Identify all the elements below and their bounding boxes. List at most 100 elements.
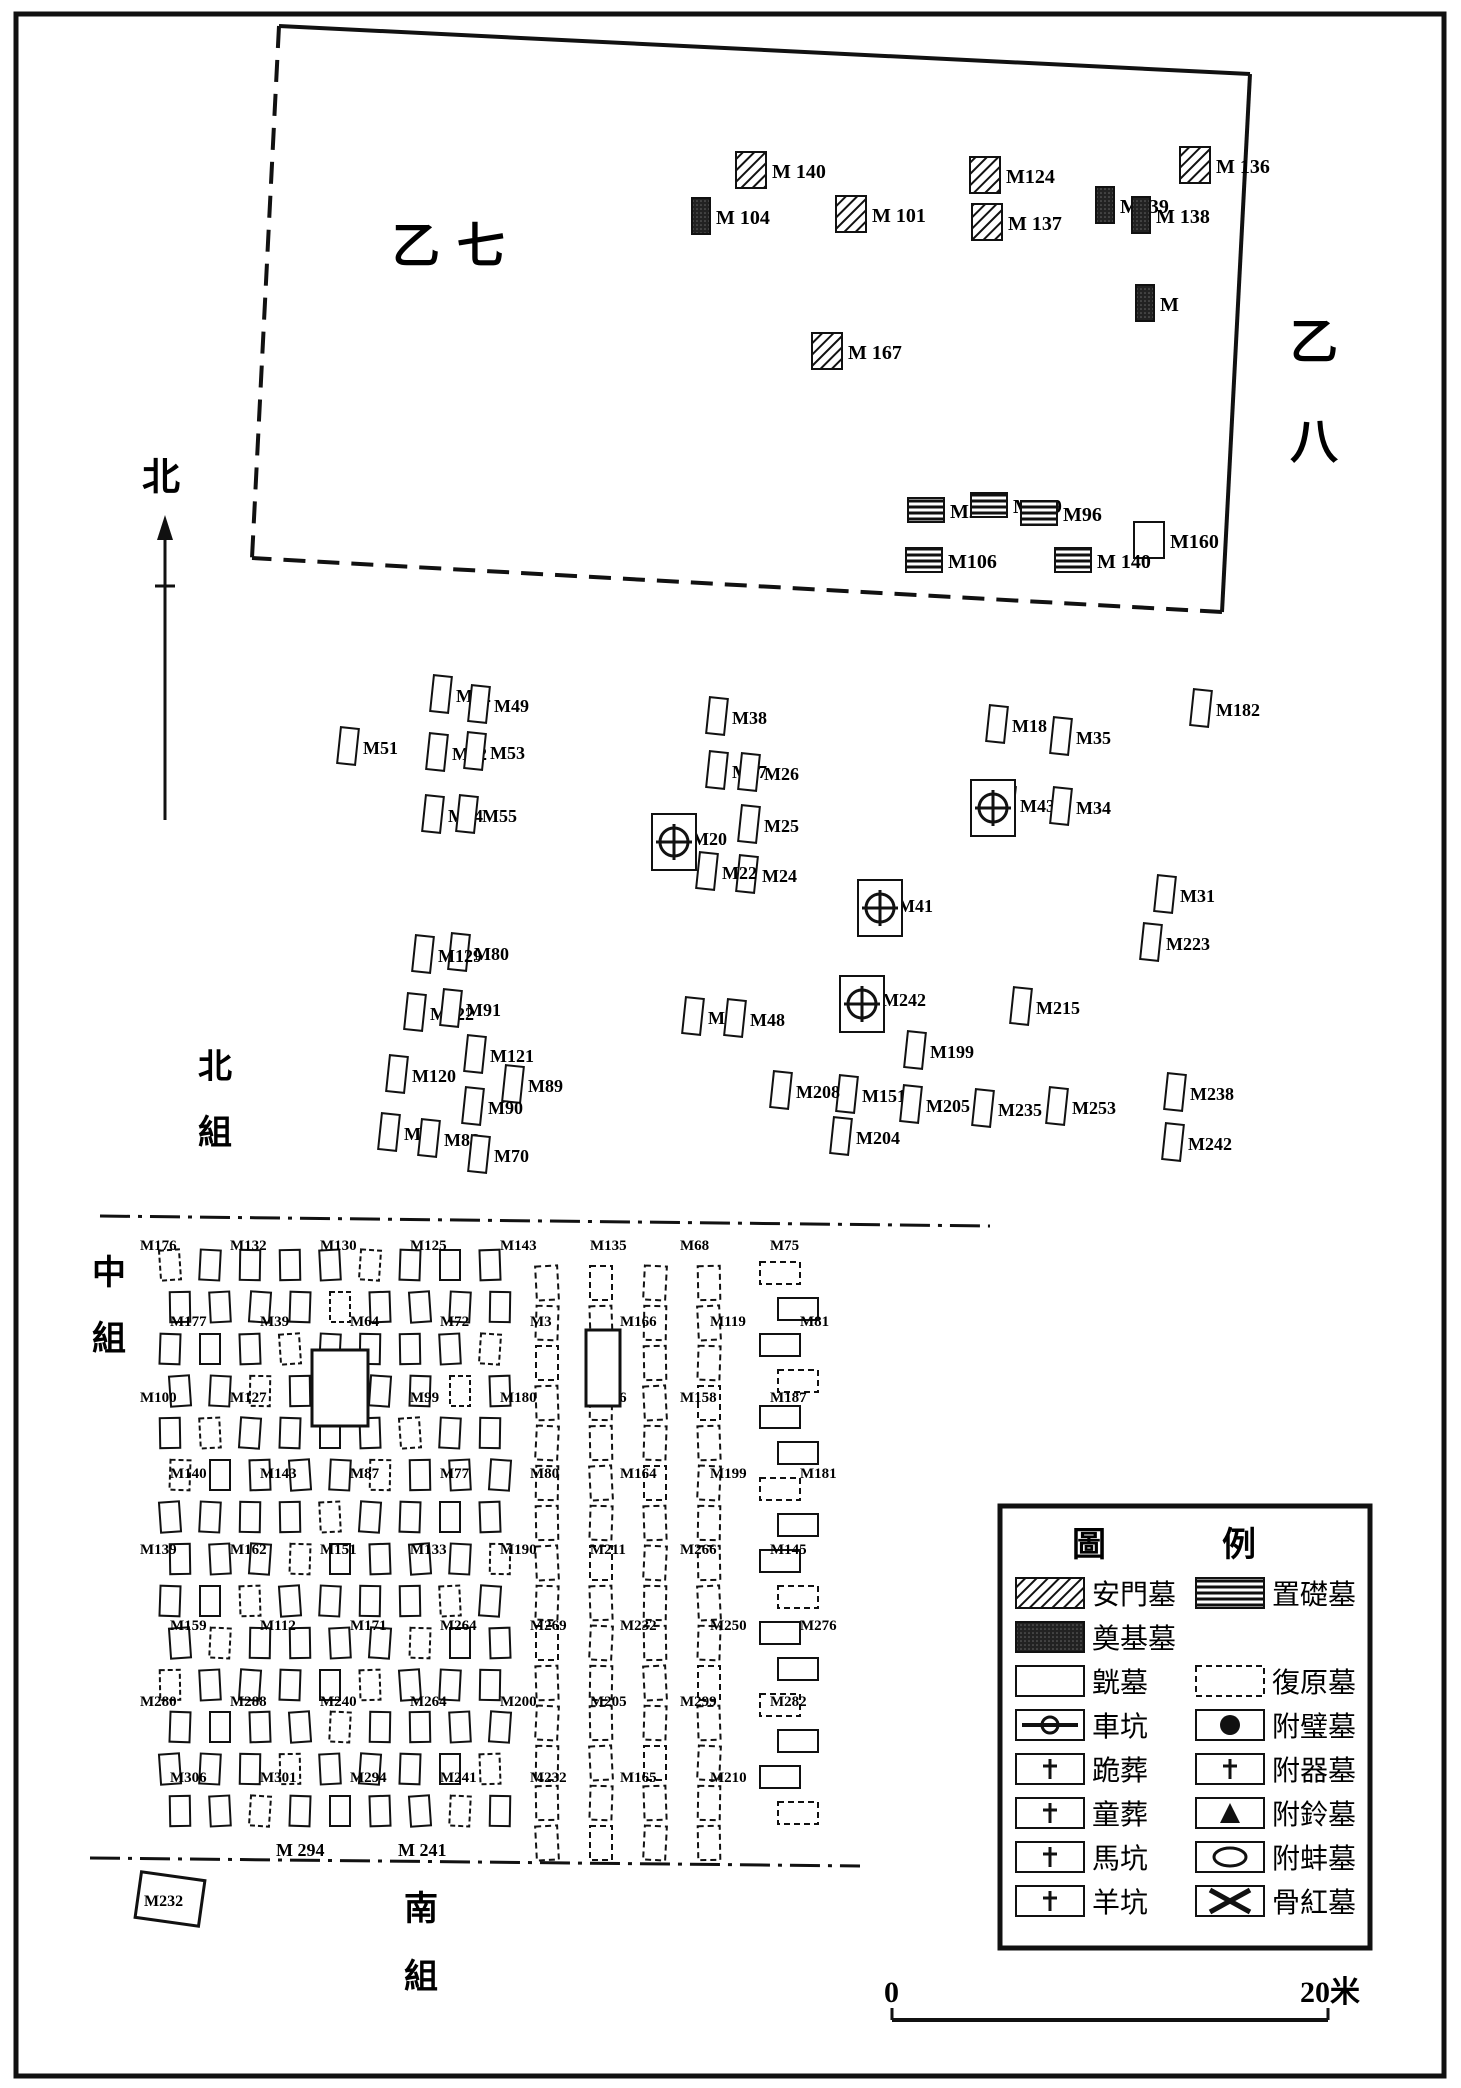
tomb-shape [681,996,705,1036]
middle-tomb-8-6 [398,1584,422,1618]
middle-tomb-7-4 [329,1543,351,1575]
middle-tomb-10-1 [198,1668,222,1702]
legend-title-b: 例 [1222,1525,1256,1565]
tomb-m160: M160 [1133,521,1219,559]
tomb-m223-n21: M223 [1139,922,1210,962]
middle-tomb-5-0 [168,1458,192,1492]
restored-tomb-1-10 [588,1664,614,1702]
restored-tomb-2-2 [642,1344,668,1382]
legend-label: 童葬 [1092,1798,1148,1831]
east-tomb-12 [759,1693,801,1717]
tomb-m235-n39: M235 [971,1088,1042,1128]
east-tomb-7 [777,1513,819,1537]
restored-tomb-2-0 [642,1264,668,1302]
restored-tomb-3-4 [696,1424,722,1462]
middle-tomb-label-56: M306 [170,1770,207,1786]
middle-tomb-13-2 [247,1794,273,1828]
restored-tomb-3-8 [696,1584,722,1622]
middle-tomb-label-23: M187 [770,1390,807,1406]
middle-tomb-11-5 [368,1710,392,1744]
legend-item-kneeling-figure: 跪葬 [1015,1753,1148,1787]
tomb-label: M48 [750,1010,785,1030]
scale-bar: 0 20米 [884,1976,1360,2022]
tomb-shape [1095,186,1115,224]
middle-tomb-0-8 [478,1248,502,1282]
middle-tomb-12-0 [157,1752,183,1786]
legend-item-vessel-symbol: 附器墓 [1195,1753,1356,1787]
middle-tomb-label-14: M119 [710,1314,746,1330]
middle-tomb-label-32: M139 [140,1542,177,1558]
middle-tomb-label-11: M72 [440,1314,469,1330]
tomb-m48-n34: M48 [723,998,785,1038]
tomb-shape [463,731,487,771]
middle-tomb-6-2 [238,1500,262,1534]
middle-tomb-6-3 [278,1500,302,1534]
tomb-m140: M 140 [735,151,826,189]
restored-tomb-1-9 [588,1624,614,1662]
tomb-label: M129 [438,946,482,966]
middle-tomb-4-6 [397,1416,423,1450]
restored-tomb-3-2 [696,1344,722,1382]
east-tomb-15 [777,1801,819,1825]
east-tomb-13 [777,1729,819,1753]
tomb-shape [411,934,435,974]
east-tomb-14 [759,1765,801,1789]
middle-tomb-5-8 [487,1458,513,1492]
middle-tomb-7-3 [288,1542,312,1576]
middle-tomb-12-2 [238,1752,262,1786]
restored-tomb-2-14 [642,1824,668,1862]
middle-tomb-label-49: M288 [230,1694,267,1710]
middle-tomb-3-3 [288,1374,312,1408]
middle-tomb-4-2 [237,1416,263,1450]
middle-tomb-label-20: M180 [500,1390,537,1406]
horizontal-lines-fill-icon [1195,1577,1265,1609]
tomb-shape [829,1116,853,1156]
tomb-shape [695,851,719,891]
middle-tomb-label-30: M199 [710,1466,747,1482]
tomb-label: M70 [494,1146,529,1166]
tomb-m129-n23: M129 [411,934,482,974]
tomb-shape [1009,986,1033,1026]
legend-label: 羊坑 [1092,1886,1148,1919]
middle-tomb-0-7 [439,1249,461,1281]
middle-tomb-5-3 [287,1458,313,1492]
middle-tomb-0-5 [357,1248,383,1282]
tomb-label: M [1160,294,1179,316]
restored-tomb-0-8 [534,1584,560,1622]
tomb-shape [1189,688,1213,728]
restored-tomb-3-6 [696,1504,722,1542]
middle-tomb-7-0 [168,1542,192,1576]
tomb-label: M 167 [848,342,902,364]
tomb-label: M205 [926,1096,970,1116]
east-tomb-8 [759,1549,801,1573]
middle-tomb-label-24: M140 [170,1466,207,1482]
group-label-north-b: 組 [198,1113,232,1153]
middle-tomb-0-1 [198,1248,222,1282]
middle-tomb-7-6 [407,1542,433,1576]
middle-tomb-label-37: M211 [590,1542,626,1558]
middle-tomb-label-35: M133 [410,1542,447,1558]
tomb-shape [705,696,729,736]
tomb-m208-n40: M208 [769,1070,840,1110]
tomb-m120-n27: M120 [385,1054,456,1094]
middle-tomb-label-43: M264 [440,1618,477,1634]
tomb-m215-n37: M215 [1009,986,1080,1026]
group-label-middle-a: 中 [92,1253,126,1293]
middle-tomb-label-54: M299 [680,1694,717,1710]
tomb-shape [429,674,453,714]
tomb-m104: M 104 [691,197,770,235]
yi7-zone-boundary [250,24,1252,614]
tomb-label: M31 [1180,886,1215,906]
tomb-shape [907,497,945,523]
tomb-label: M 140 [772,161,826,183]
restored-tomb-1-8 [588,1584,614,1622]
east-tomb-6 [759,1477,801,1501]
legend-label: 附璧墓 [1272,1710,1356,1743]
tomb-label: M51 [363,738,398,758]
tomb-label: M242 [882,990,926,1010]
legend-item-bell-symbol: 附鈴墓 [1195,1797,1356,1831]
restored-tomb-1-0 [589,1265,613,1301]
legend-item-horizontal-lines-fill: 置礎墓 [1195,1577,1356,1611]
middle-tomb-0-2 [238,1248,262,1282]
